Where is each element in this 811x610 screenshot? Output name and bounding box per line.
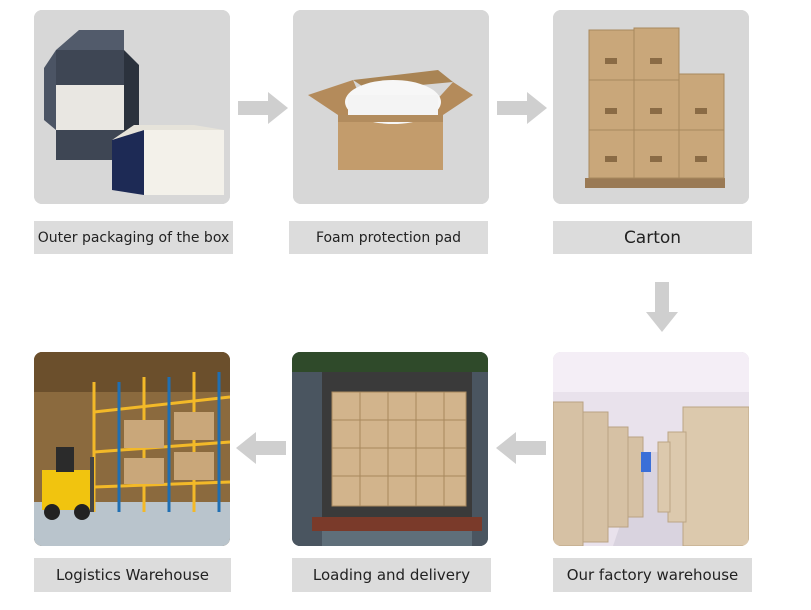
logistics-warehouse-image	[34, 352, 230, 546]
factory-warehouse-image	[553, 352, 749, 546]
arrow-right-icon	[497, 92, 547, 124]
arrow-down-icon	[646, 282, 678, 332]
step-label-logistics-warehouse: Logistics Warehouse	[34, 558, 231, 592]
step-label-loading-delivery: Loading and delivery	[292, 558, 491, 592]
step-label-foam-pad: Foam protection pad	[289, 221, 488, 254]
outer-packaging-image	[34, 10, 230, 204]
arrow-right-icon	[238, 92, 288, 124]
carton-image	[553, 10, 749, 204]
step-label-outer-packaging: Outer packaging of the box	[34, 221, 233, 254]
arrow-left-icon	[236, 432, 286, 464]
step-label-factory-warehouse: Our factory warehouse	[553, 558, 752, 592]
arrow-left-icon	[496, 432, 546, 464]
foam-pad-image	[293, 10, 489, 204]
step-label-carton: Carton	[553, 221, 752, 254]
loading-delivery-image	[292, 352, 488, 546]
